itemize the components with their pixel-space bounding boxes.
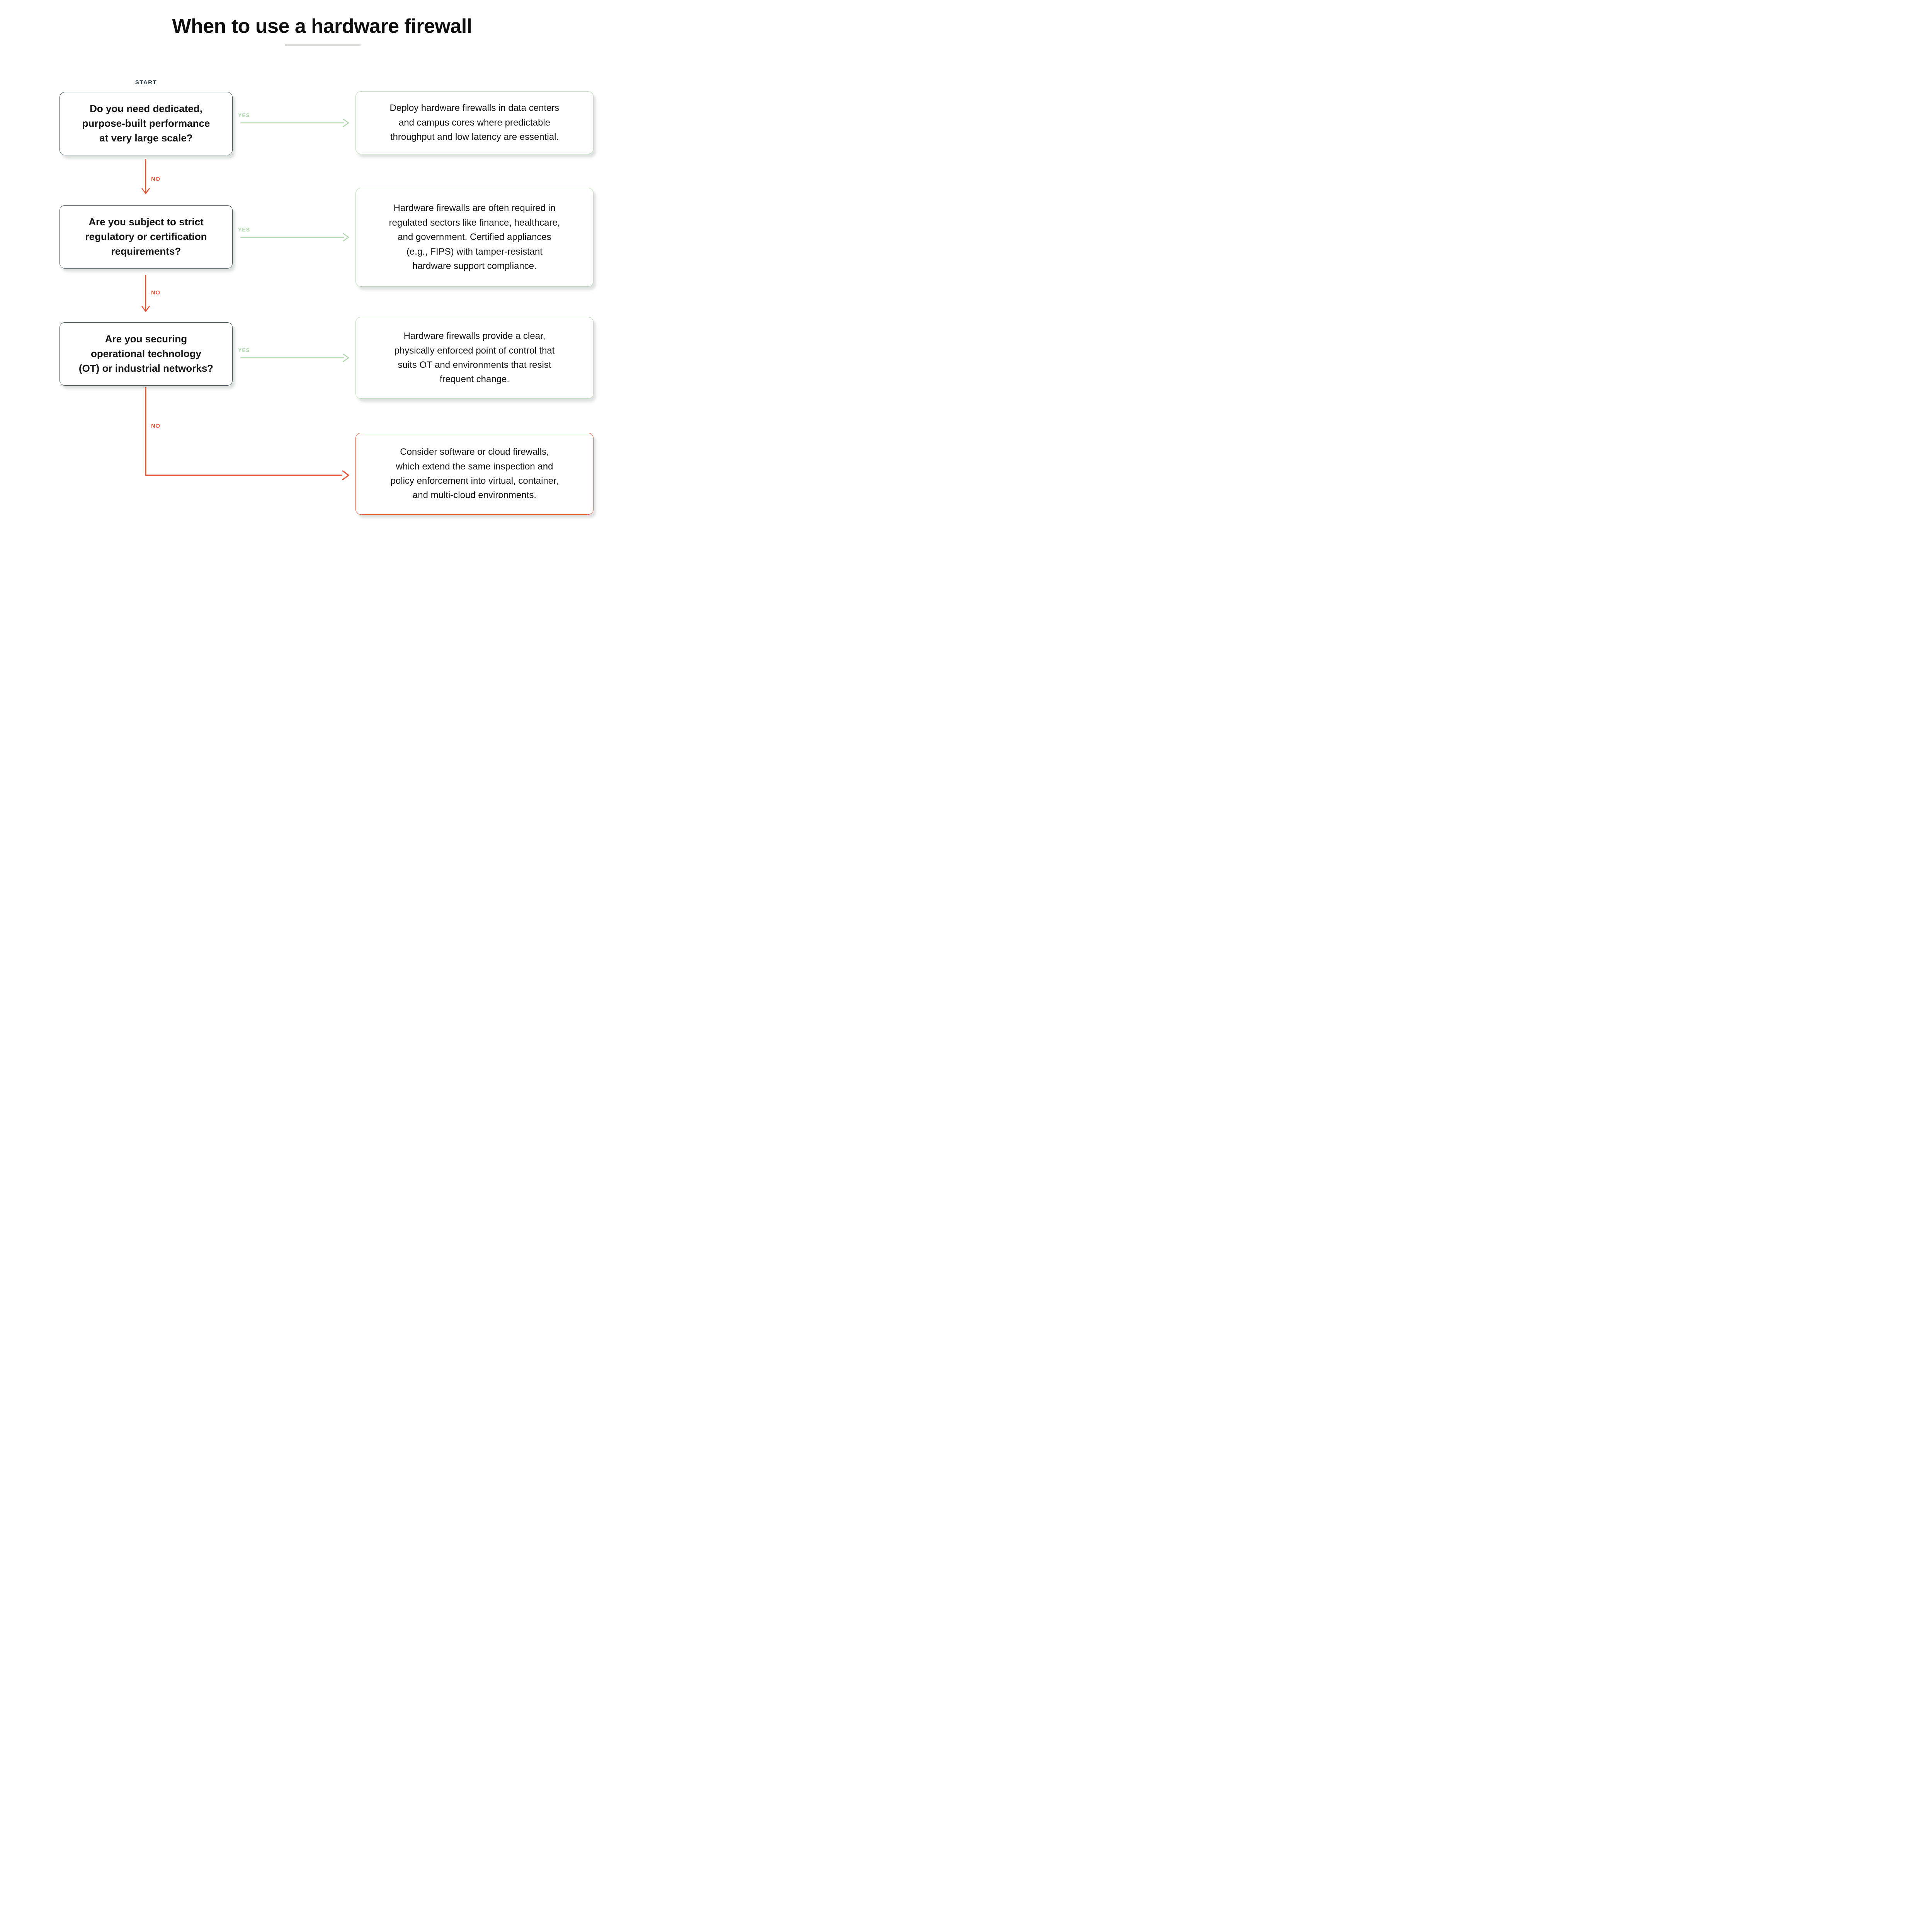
no-arrow-2 [141, 275, 150, 313]
yes-outcome-3-text: Hardware firewalls provide a clear, phys… [394, 331, 555, 385]
no-final-outcome-text: Consider software or cloud firewalls, wh… [390, 447, 559, 501]
yes-arrow-2 [240, 233, 350, 242]
yes-label-2: YES [238, 226, 250, 233]
yes-outcome-box-1: Deploy hardware firewalls in data center… [355, 91, 594, 154]
title-divider [285, 44, 361, 46]
question-1-text: Do you need dedicated, purpose-built per… [82, 103, 210, 144]
no-arrow-final [145, 387, 350, 481]
yes-arrow-1 [240, 119, 350, 127]
question-box-3: Are you securing operational technology … [60, 322, 233, 386]
yes-outcome-box-3: Hardware firewalls provide a clear, phys… [355, 317, 594, 399]
yes-label-3: YES [238, 347, 250, 353]
question-3-text: Are you securing operational technology … [78, 333, 214, 374]
page-title: When to use a hardware firewall [172, 15, 472, 37]
question-box-1: Do you need dedicated, purpose-built per… [60, 92, 233, 155]
no-label-3: NO [151, 423, 160, 429]
question-2-text: Are you subject to strict regulatory or … [85, 216, 207, 257]
start-label: START [135, 79, 157, 86]
no-arrow-1 [141, 159, 150, 195]
no-final-outcome-box: Consider software or cloud firewalls, wh… [355, 433, 594, 515]
yes-outcome-box-2: Hardware firewalls are often required in… [355, 188, 594, 287]
yes-label-1: YES [238, 112, 250, 118]
yes-arrow-3 [240, 354, 350, 362]
yes-outcome-1-text: Deploy hardware firewalls in data center… [389, 103, 560, 143]
no-label-1: NO [151, 176, 160, 182]
flowchart-canvas: When to use a hardware firewall START Do… [0, 0, 644, 536]
yes-outcome-2-text: Hardware firewalls are often required in… [389, 203, 560, 272]
question-box-2: Are you subject to strict regulatory or … [60, 205, 233, 269]
no-label-2: NO [151, 289, 160, 296]
